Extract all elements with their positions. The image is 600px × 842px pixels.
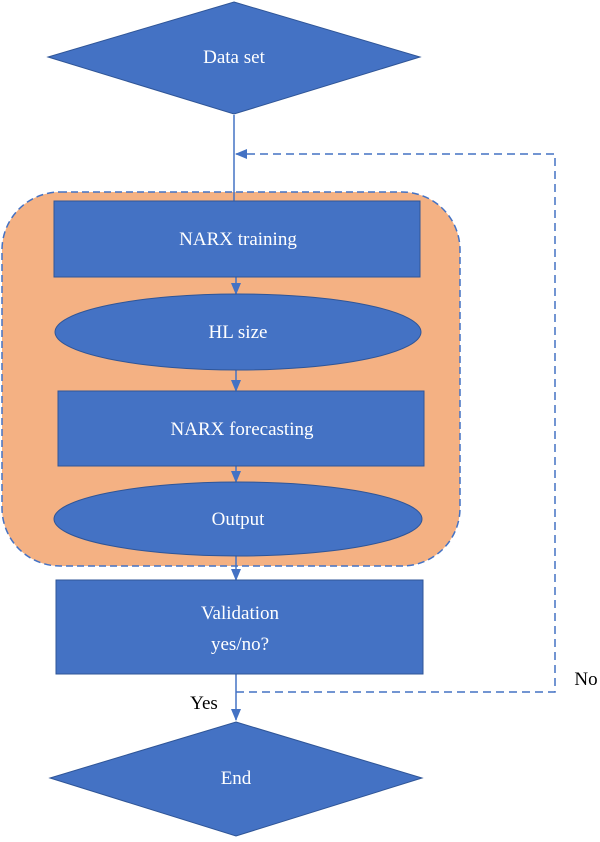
node-narx-forecasting-shape — [57, 390, 425, 467]
node-validation: Validation yes/no? — [55, 579, 424, 675]
connector-no-feedback-loop — [235, 149, 556, 693]
model-group-region — [1, 191, 461, 567]
node-output: Output — [53, 481, 423, 557]
node-output-label: Output — [212, 509, 266, 530]
node-narx-forecasting-label: NARX forecasting — [171, 419, 314, 440]
edge-label-no: No — [574, 669, 597, 690]
node-hl-size-label: HL size — [209, 322, 268, 343]
node-narx-training-shape — [53, 200, 421, 278]
edge-label-yes: Yes — [190, 693, 218, 714]
node-validation-shape — [55, 579, 424, 675]
node-narx-training: NARX training — [53, 200, 421, 278]
node-data-set-shape — [46, 1, 422, 115]
node-narx-forecasting: NARX forecasting — [57, 390, 425, 467]
node-validation-label-line2: yes/no? — [211, 634, 269, 655]
node-data-set-label: Data set — [203, 47, 265, 68]
node-hl-size-shape — [54, 293, 422, 371]
node-data-set: Data set — [46, 1, 422, 115]
node-end: End — [48, 721, 424, 837]
node-end-label: End — [221, 768, 252, 789]
node-output-shape — [53, 481, 423, 557]
node-end-shape — [48, 721, 424, 837]
node-hl-size: HL size — [54, 293, 422, 371]
node-validation-label-line1: Validation — [201, 603, 280, 624]
node-narx-training-label: NARX training — [179, 229, 297, 250]
